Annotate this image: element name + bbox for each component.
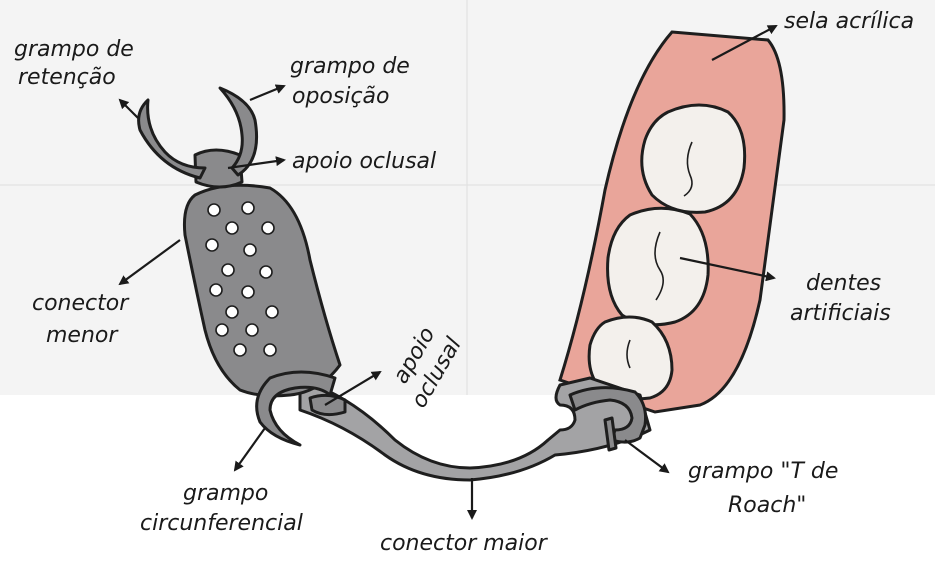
- arrow-conector-menor: [118, 239, 181, 286]
- arrow-grampo-t-roach: [624, 439, 670, 474]
- label-grampo-circunferencial: grampo circunferencial: [140, 481, 303, 536]
- minor-connector-holes: [205, 201, 279, 357]
- circumferential-clasp: [255, 370, 337, 447]
- label-conector-maior: conector maior: [380, 531, 549, 556]
- label-conector-menor: conector menor: [32, 291, 135, 348]
- label-sela-acrilica: sela acrílica: [784, 9, 914, 34]
- label-dentes-artificiais: dentes artificiais: [790, 271, 891, 326]
- arrow-grampo-circunferencial: [233, 427, 266, 472]
- label-apoio-oclusal-top: apoio oclusal: [292, 149, 436, 174]
- label-grampo-retencao: grampo de retenção: [14, 37, 141, 90]
- label-grampo-t-roach: grampo "T de Roach": [688, 459, 845, 518]
- major-connector: [298, 376, 652, 482]
- minor-connector: [183, 183, 342, 398]
- occlusal-rest-top: [193, 148, 244, 189]
- retention-clasp-arm: [137, 98, 207, 180]
- opposition-clasp-arm: [218, 86, 259, 177]
- arrow-apoio-oclusal-top: [227, 156, 286, 170]
- arrow-dentes-artificiais: [679, 256, 776, 282]
- occlusal-rest-mid: [308, 393, 347, 417]
- arrow-grampo-retencao: [118, 98, 139, 119]
- arrow-sela-acrilica: [711, 25, 778, 61]
- arrow-grampo-oposicao: [249, 84, 286, 102]
- t-roach-terminal: [603, 416, 618, 452]
- arrow-apoio-oclusal-mid: [324, 370, 382, 406]
- artificial-tooth-3: [587, 315, 674, 401]
- artificial-tooth-1: [640, 103, 747, 214]
- label-grampo-oposicao: grampo de oposição: [290, 54, 417, 109]
